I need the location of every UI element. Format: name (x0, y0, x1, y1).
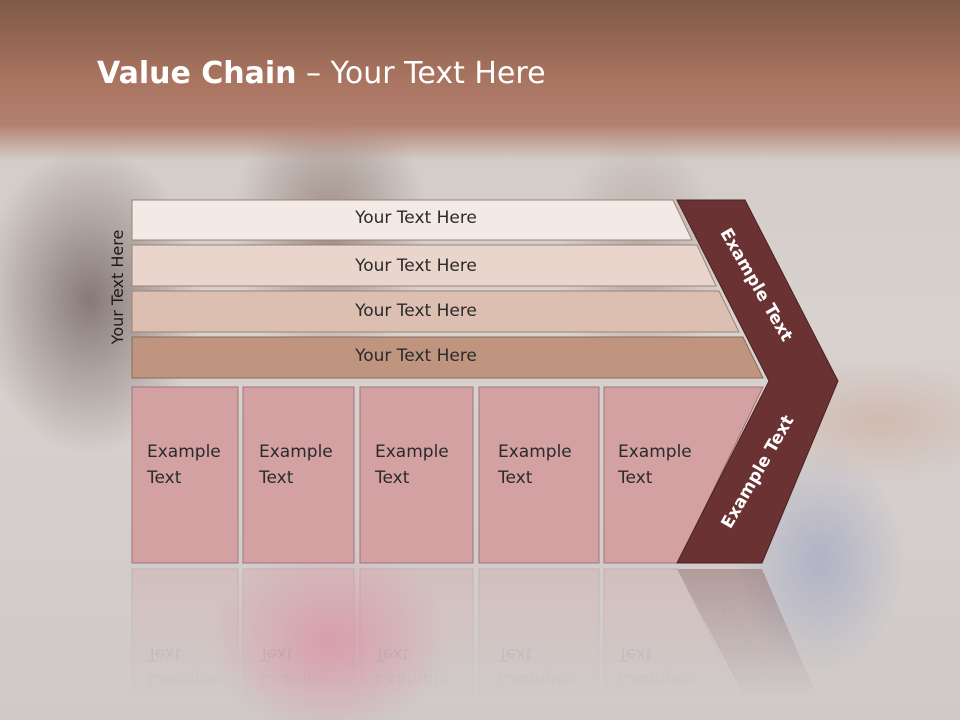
reflection-arrow (677, 569, 828, 720)
box-5-line1: Example (618, 442, 692, 462)
chevron-arrow (676, 199, 839, 564)
reflection-box-3-line1: Example (375, 670, 449, 690)
title-bold: Value Chain (97, 56, 297, 91)
box-2 (242, 386, 355, 564)
box-4 (478, 386, 600, 564)
reflection-box-2 (242, 568, 355, 720)
reflection-box-5 (603, 568, 752, 720)
reflection-box-4-label: Example Text (498, 641, 572, 693)
reflection-box-5-line2: Text (618, 644, 653, 664)
reflection-box-5-label: Example Text (618, 641, 692, 693)
bar-2 (131, 244, 717, 287)
box-4-line1: Example (498, 442, 572, 462)
box-2-line1: Example (259, 442, 333, 462)
reflection-box-5-line1: Example (618, 670, 692, 690)
reflection-box-1-line2: Text (147, 644, 182, 664)
bar-3 (131, 290, 740, 333)
box-1 (131, 386, 239, 564)
box-2-line2: Text (259, 468, 294, 488)
title-rest: – Your Text Here (296, 56, 546, 91)
reflection-box-4 (478, 568, 600, 720)
reflection-box-4-line1: Example (498, 670, 572, 690)
bar-4-label: Your Text Here (355, 346, 477, 366)
reflection-box-1-line1: Example (147, 670, 221, 690)
box-3-line2: Text (375, 468, 410, 488)
box-3-line1: Example (375, 442, 449, 462)
header-band (0, 0, 960, 160)
diagram-reflection: Example Text Example Text Example Text Exam… (0, 565, 960, 720)
reflection-flip: Example Text Example Text Example Text Exam… (0, 565, 960, 720)
bar-3-label: Your Text Here (355, 301, 477, 321)
bar-1 (131, 199, 693, 241)
reflection-box-3-label: Example Text (375, 641, 449, 693)
box-3 (359, 386, 474, 564)
reflection-box-3 (359, 568, 474, 720)
reflection-box-2-line2: Text (259, 644, 294, 664)
box-5-line2: Text (618, 468, 653, 488)
box-1-line1: Example (147, 442, 221, 462)
box-1-line2: Text (147, 468, 182, 488)
slide-title: Value Chain – Your Text Here (97, 52, 546, 96)
reflection-box-1 (131, 568, 239, 720)
reflection-box-1-label: Example Text (147, 641, 221, 693)
box-4-line2: Text (498, 468, 533, 488)
reflection-box-3-line2: Text (375, 644, 410, 664)
reflection-box-2-line1: Example (259, 670, 333, 690)
reflection-box-2-label: Example Text (259, 641, 333, 693)
reflection-shapes (131, 568, 828, 720)
reflection-box-4-line2: Text (498, 644, 533, 664)
bar-2-label: Your Text Here (355, 256, 477, 276)
bar-4 (131, 336, 764, 379)
bar-1-label: Your Text Here (355, 208, 477, 228)
